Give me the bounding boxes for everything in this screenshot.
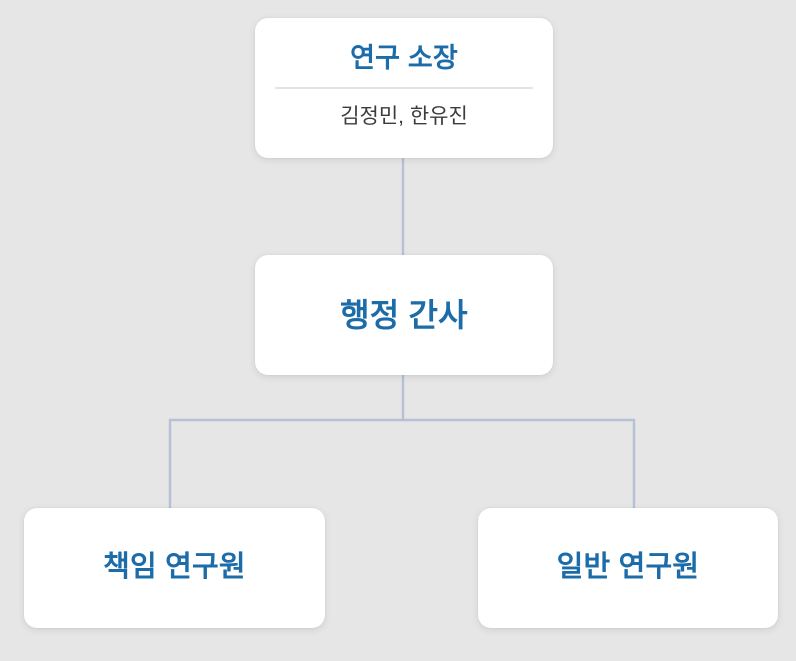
- org-node-general-researcher-title: 일반 연구원: [556, 551, 700, 584]
- org-node-director-title: 연구 소장: [350, 43, 458, 73]
- org-node-senior-researcher[interactable]: 책임 연구원: [24, 508, 325, 628]
- org-node-admin-title: 행정 간사: [340, 296, 468, 333]
- org-node-senior-researcher-title: 책임 연구원: [103, 551, 246, 584]
- org-node-director-divider: [275, 87, 533, 90]
- org-node-general-researcher[interactable]: 일반 연구원: [478, 508, 778, 628]
- org-node-director-members: 김정민, 한유진: [340, 105, 468, 129]
- org-node-admin[interactable]: 행정 간사: [255, 255, 553, 375]
- org-node-director[interactable]: 연구 소장 김정민, 한유진: [255, 18, 553, 158]
